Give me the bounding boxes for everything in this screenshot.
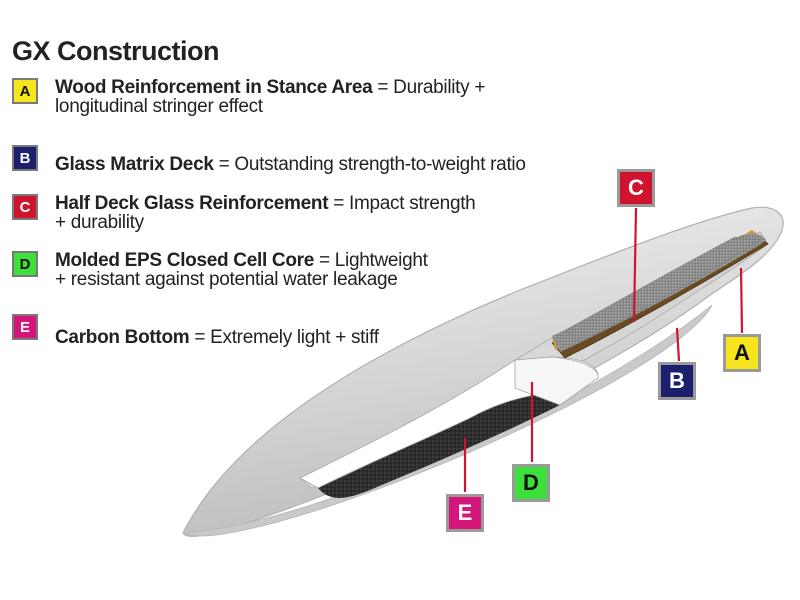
legend-text-c: Half Deck Glass Reinforcement = Impact s…: [55, 194, 555, 232]
eps-core-face: [514, 356, 599, 406]
legend-text-e: Carbon Bottom = Extremely light + stiff: [55, 328, 555, 347]
legend-term-d: Molded EPS Closed Cell Core: [55, 250, 315, 271]
legend-term-e: Carbon Bottom: [55, 327, 190, 348]
legend-badge-d: D: [12, 251, 38, 277]
legend-term-b: Glass Matrix Deck: [55, 154, 214, 175]
legend-text-d: Molded EPS Closed Cell Core = Lightweigh…: [55, 251, 555, 289]
legend-term-a: Wood Reinforcement in Stance Area: [55, 77, 373, 98]
leader-line-a: [739, 267, 744, 334]
glass-patch: [565, 236, 761, 343]
page-title: GX Construction: [12, 36, 220, 66]
carbon-bottom-layer: [318, 388, 560, 498]
callout-b: B: [658, 362, 696, 400]
legend-badge-c: C: [12, 194, 38, 220]
legend-desc-e: = Extremely light + stiff: [189, 327, 379, 348]
legend-text-b: Glass Matrix Deck = Outstanding strength…: [55, 155, 555, 174]
callout-e: E: [446, 494, 484, 532]
legend-text-a: Wood Reinforcement in Stance Area = Dura…: [55, 78, 555, 116]
legend-desc-d: = Lightweight: [314, 250, 428, 271]
legend-desc2-c: + durability: [55, 212, 144, 233]
legend-desc-b: = Outstanding strength-to-weight ratio: [213, 154, 526, 175]
legend-badge-e: E: [12, 314, 38, 340]
callout-a: A: [723, 334, 761, 372]
legend-desc-c: = Impact strength: [328, 193, 476, 214]
legend-badge-b: B: [12, 145, 38, 171]
legend-desc2-a: longitudinal stringer effect: [55, 96, 263, 117]
callout-d: D: [512, 464, 550, 502]
leader-line-b: [675, 327, 681, 362]
legend-badge-a: A: [12, 78, 38, 104]
legend-desc2-d: + resistant against potential water leak…: [55, 269, 398, 290]
legend-term-c: Half Deck Glass Reinforcement: [55, 193, 329, 214]
leader-line-c: [632, 207, 638, 323]
legend-desc-a: = Durability +: [372, 77, 486, 98]
callout-c: C: [617, 169, 655, 207]
